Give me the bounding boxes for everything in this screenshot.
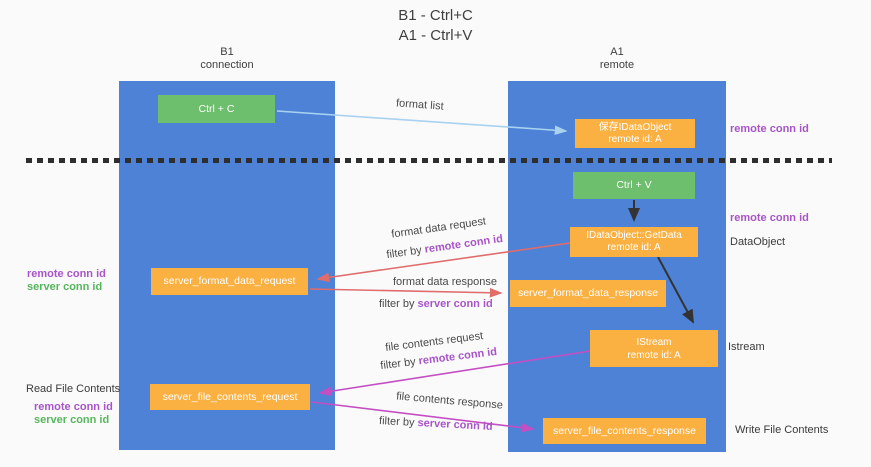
ctrl-c-box: Ctrl + C — [158, 95, 275, 123]
lane-header-a1: A1 remote — [508, 46, 726, 72]
getdata-line1: IDataObject::GetData — [586, 230, 682, 241]
remote-conn-id-mid-label: remote conn id — [730, 212, 809, 224]
dataobject-label: DataObject — [730, 236, 786, 248]
filter-by-text-4: filter by — [378, 415, 415, 429]
format-list-label: format list — [395, 97, 445, 113]
server-file-contents-request-box: server_file_contents_request — [150, 384, 310, 410]
remote-conn-id-top-label: remote conn id — [730, 123, 809, 135]
istream-line1: IStream — [636, 336, 672, 348]
save-idataobject-box: 保存IDataObject remote id: A — [575, 119, 695, 148]
lane-a1-name: A1 — [610, 46, 624, 58]
remote-conn-id-text-1: remote conn id — [423, 232, 504, 256]
left-remote-conn-id-2: remote conn id — [34, 401, 113, 413]
left-remote-conn-id-1: remote conn id — [27, 268, 106, 280]
server-conn-id-text-1: server conn id — [417, 298, 493, 310]
server-file-contents-request-label: server_file_contents_request — [162, 390, 298, 403]
left-server-conn-id-1: server conn id — [27, 281, 103, 293]
format-data-response-arrow — [309, 287, 503, 298]
lane-header-b1: B1 connection — [119, 46, 335, 72]
server-conn-id-text-2: server conn id — [417, 417, 493, 433]
lane-b1-name: B1 — [220, 46, 234, 58]
ctrl-v-box: Ctrl + V — [573, 172, 695, 199]
getdata-line2: remote id: A — [607, 242, 661, 253]
filter-by-text-3: filter by — [379, 355, 417, 373]
istream-line2: remote id: A — [627, 349, 681, 361]
getdata-box: IDataObject::GetData remote id: A — [570, 227, 698, 257]
left-conn-id-group-2: remote conn id server conn id — [34, 401, 113, 427]
filter-by-text-1: filter by — [385, 244, 423, 262]
server-file-contents-response-label: server_file_contents_response — [552, 424, 696, 437]
istream-box: IStream remote id: A — [590, 330, 718, 367]
ctrl-v-label: Ctrl + V — [616, 179, 652, 191]
file-contents-response-label: file contents response — [395, 390, 504, 412]
server-file-contents-response-box: server_file_contents_response — [543, 418, 706, 444]
left-server-conn-id-2: server conn id — [34, 414, 110, 426]
lane-b1-subtitle: connection — [200, 59, 254, 71]
filter-by-server-conn-id-label-1: filter by server conn id — [379, 298, 493, 310]
filter-by-server-conn-id-label-2: filter by server conn id — [379, 415, 493, 433]
read-file-contents-label: Read File Contents — [26, 383, 121, 395]
save-idataobject-line1: 保存IDataObject — [598, 121, 672, 133]
server-format-data-response-box: server_format_data_response — [510, 280, 666, 307]
server-format-data-request-box: server_format_data_request — [151, 268, 308, 295]
left-conn-id-group-1: remote conn id server conn id — [27, 268, 106, 294]
server-format-data-response-label: server_format_data_response — [517, 287, 659, 299]
title-line-1: B1 - Ctrl+C — [398, 7, 473, 24]
server-format-data-request-label: server_format_data_request — [163, 275, 296, 287]
lane-a1-subtitle: remote — [599, 59, 635, 71]
ctrl-c-label: Ctrl + C — [198, 102, 235, 115]
format-data-response-label: format data response — [393, 276, 497, 288]
save-idataobject-line2: remote id: A — [608, 133, 662, 145]
write-file-contents-label: Write File Contents — [735, 424, 829, 436]
filter-by-text-2: filter by — [379, 298, 415, 310]
istream-side-label: Istream — [728, 341, 765, 353]
diagram-title: B1 - Ctrl+C A1 - Ctrl+V — [0, 6, 871, 46]
remote-conn-id-text-2: remote conn id — [417, 345, 498, 368]
dashed-divider — [26, 158, 832, 163]
title-line-2: A1 - Ctrl+V — [398, 27, 473, 44]
